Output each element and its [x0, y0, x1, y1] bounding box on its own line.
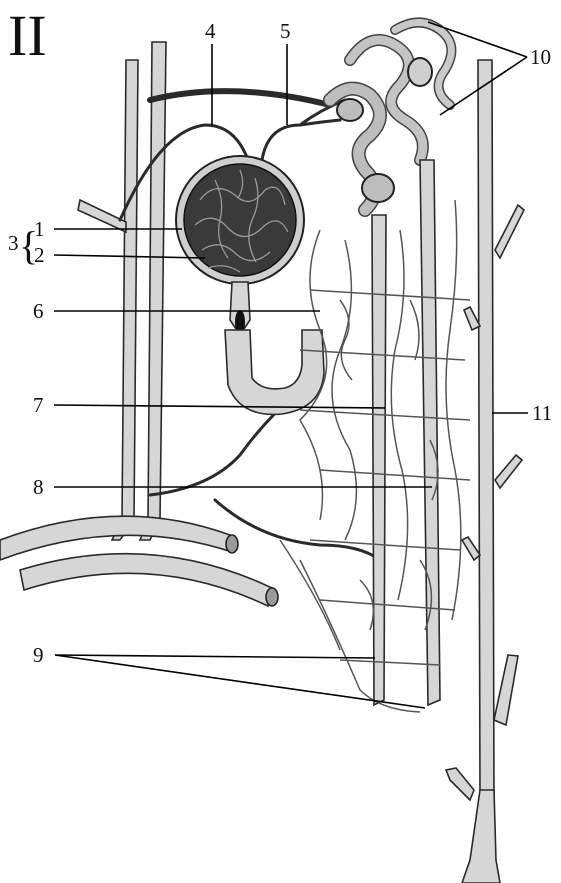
- label-11: 11: [532, 401, 552, 425]
- label-10: 10: [530, 45, 551, 69]
- label-9: 9: [33, 643, 44, 667]
- label-4: 4: [205, 19, 216, 43]
- proximal-tubule: [225, 330, 324, 414]
- straight-tubules: [372, 60, 494, 800]
- label-7: 7: [33, 393, 44, 417]
- label-5: 5: [280, 19, 291, 43]
- label-6: 6: [33, 299, 44, 323]
- panel-label: II: [8, 3, 47, 68]
- label-8: 8: [33, 475, 44, 499]
- renal-corpuscle: [176, 156, 304, 335]
- label-3: 3: [8, 231, 19, 255]
- label-3-brace: {: [19, 223, 38, 268]
